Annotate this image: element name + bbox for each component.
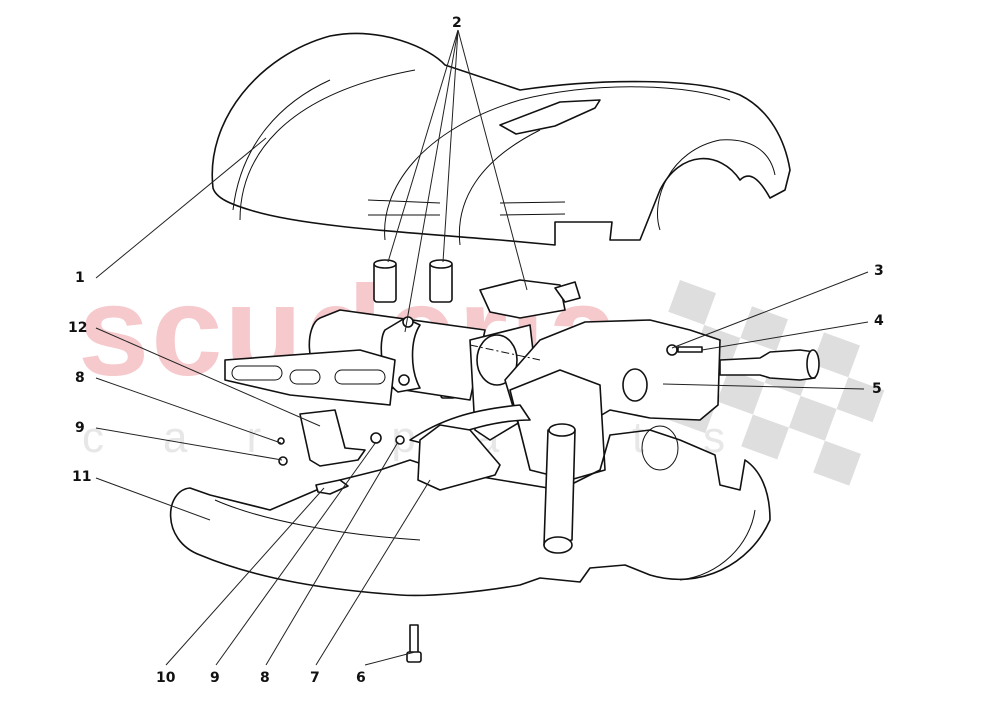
callout-6: 6 (356, 670, 366, 686)
callout-7: 7 (310, 670, 320, 686)
bracket-12 (299, 409, 366, 467)
callout-9-left: 9 (75, 420, 85, 436)
callout-11: 11 (72, 469, 92, 485)
hardware (277, 432, 422, 663)
callout-8-bottom: 8 (260, 670, 270, 686)
callout-4: 4 (874, 313, 884, 329)
callout-3: 3 (874, 263, 884, 279)
mounting-arm (224, 349, 396, 406)
callout-9-bottom: 9 (210, 670, 220, 686)
callout-8-left: 8 (75, 370, 85, 386)
leader-lines (95, 29, 869, 666)
callout-12: 12 (68, 320, 88, 336)
bracket-7 (417, 424, 501, 491)
callout-1: 1 (75, 270, 85, 286)
callout-2: 2 (452, 15, 462, 31)
steering-shaft (543, 423, 576, 554)
callout-5: 5 (872, 381, 882, 397)
upper-shroud (211, 32, 791, 246)
callout-10: 10 (156, 670, 176, 686)
